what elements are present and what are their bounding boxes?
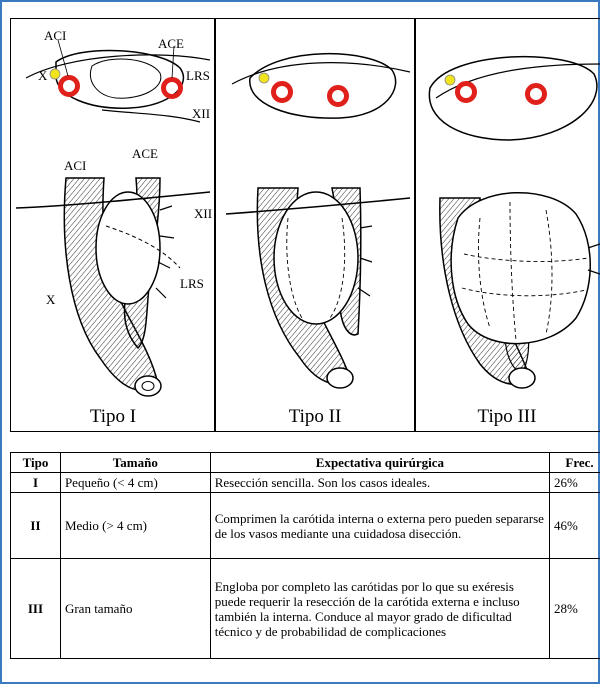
cell-tipo: II bbox=[11, 493, 61, 559]
label-x: X bbox=[46, 292, 56, 307]
header-tamano: Tamaño bbox=[60, 453, 210, 473]
cell-frecuencia: 28% bbox=[550, 559, 600, 659]
label-xii: XII bbox=[194, 206, 212, 221]
tipo-1-cross-section: ACI ACE X LRS XII bbox=[26, 28, 210, 122]
label-aci-top: ACI bbox=[44, 28, 66, 43]
label-ace: ACE bbox=[132, 146, 158, 161]
ace-artery-icon bbox=[164, 80, 181, 97]
caption-tipo-3: Tipo III bbox=[414, 406, 600, 428]
vagus-nerve-icon-2 bbox=[259, 73, 269, 83]
header-expectativa: Expectativa quirúrgica bbox=[210, 453, 549, 473]
table-row: I Pequeño (< 4 cm) Resección sencilla. S… bbox=[11, 473, 600, 493]
cell-frecuencia: 46% bbox=[550, 493, 600, 559]
label-lrs: LRS bbox=[180, 276, 204, 291]
classification-table: Tipo Tamaño Expectativa quirúrgica Frec.… bbox=[10, 452, 600, 659]
cell-frecuencia: 26% bbox=[550, 473, 600, 493]
cell-expectativa: Resección sencilla. Son los casos ideale… bbox=[210, 473, 549, 493]
table-row: II Medio (> 4 cm) Comprimen la carótida … bbox=[11, 493, 600, 559]
aci-artery-icon-2 bbox=[274, 84, 291, 101]
aci-artery-icon-3 bbox=[458, 84, 475, 101]
tipo-3-lateral-view bbox=[440, 193, 600, 388]
cell-expectativa: Comprimen la carótida interna o externa … bbox=[210, 493, 549, 559]
ace-artery-icon-2 bbox=[330, 88, 347, 105]
label-lrs-top: LRS bbox=[186, 68, 210, 83]
cell-expectativa: Engloba por completo las carótidas por l… bbox=[210, 559, 549, 659]
anatomy-drawings: ACI ACE X LRS XII ACI ACE XII LRS X bbox=[10, 18, 600, 408]
cell-tipo: III bbox=[11, 559, 61, 659]
caption-tipo-1: Tipo I bbox=[10, 406, 216, 428]
label-aci: ACI bbox=[64, 158, 86, 173]
classification-figure: ACI ACE X LRS XII ACI ACE XII LRS X bbox=[10, 18, 600, 432]
tipo-2-lateral-view bbox=[226, 188, 410, 388]
label-xii-top: XII bbox=[192, 106, 210, 121]
aci-artery-icon bbox=[61, 78, 78, 95]
header-tipo: Tipo bbox=[11, 453, 61, 473]
vagus-nerve-icon-3 bbox=[445, 75, 455, 85]
table-row: III Gran tamaño Engloba por completo las… bbox=[11, 559, 600, 659]
tipo-1-lateral-view: ACI ACE XII LRS X bbox=[16, 146, 212, 396]
header-frecuencia: Frec. bbox=[550, 453, 600, 473]
cell-tipo: I bbox=[11, 473, 61, 493]
cell-tamano: Medio (> 4 cm) bbox=[60, 493, 210, 559]
table-header-row: Tipo Tamaño Expectativa quirúrgica Frec. bbox=[11, 453, 600, 473]
caption-tipo-2: Tipo II bbox=[214, 406, 416, 428]
label-x-top: X bbox=[38, 68, 48, 83]
cell-tamano: Gran tamaño bbox=[60, 559, 210, 659]
tipo-2-cross-section bbox=[232, 54, 410, 118]
cell-tamano: Pequeño (< 4 cm) bbox=[60, 473, 210, 493]
vagus-nerve-icon bbox=[50, 69, 60, 79]
tipo-3-cross-section bbox=[429, 57, 600, 140]
label-ace-top: ACE bbox=[158, 36, 184, 51]
ace-artery-icon-3 bbox=[528, 86, 545, 103]
